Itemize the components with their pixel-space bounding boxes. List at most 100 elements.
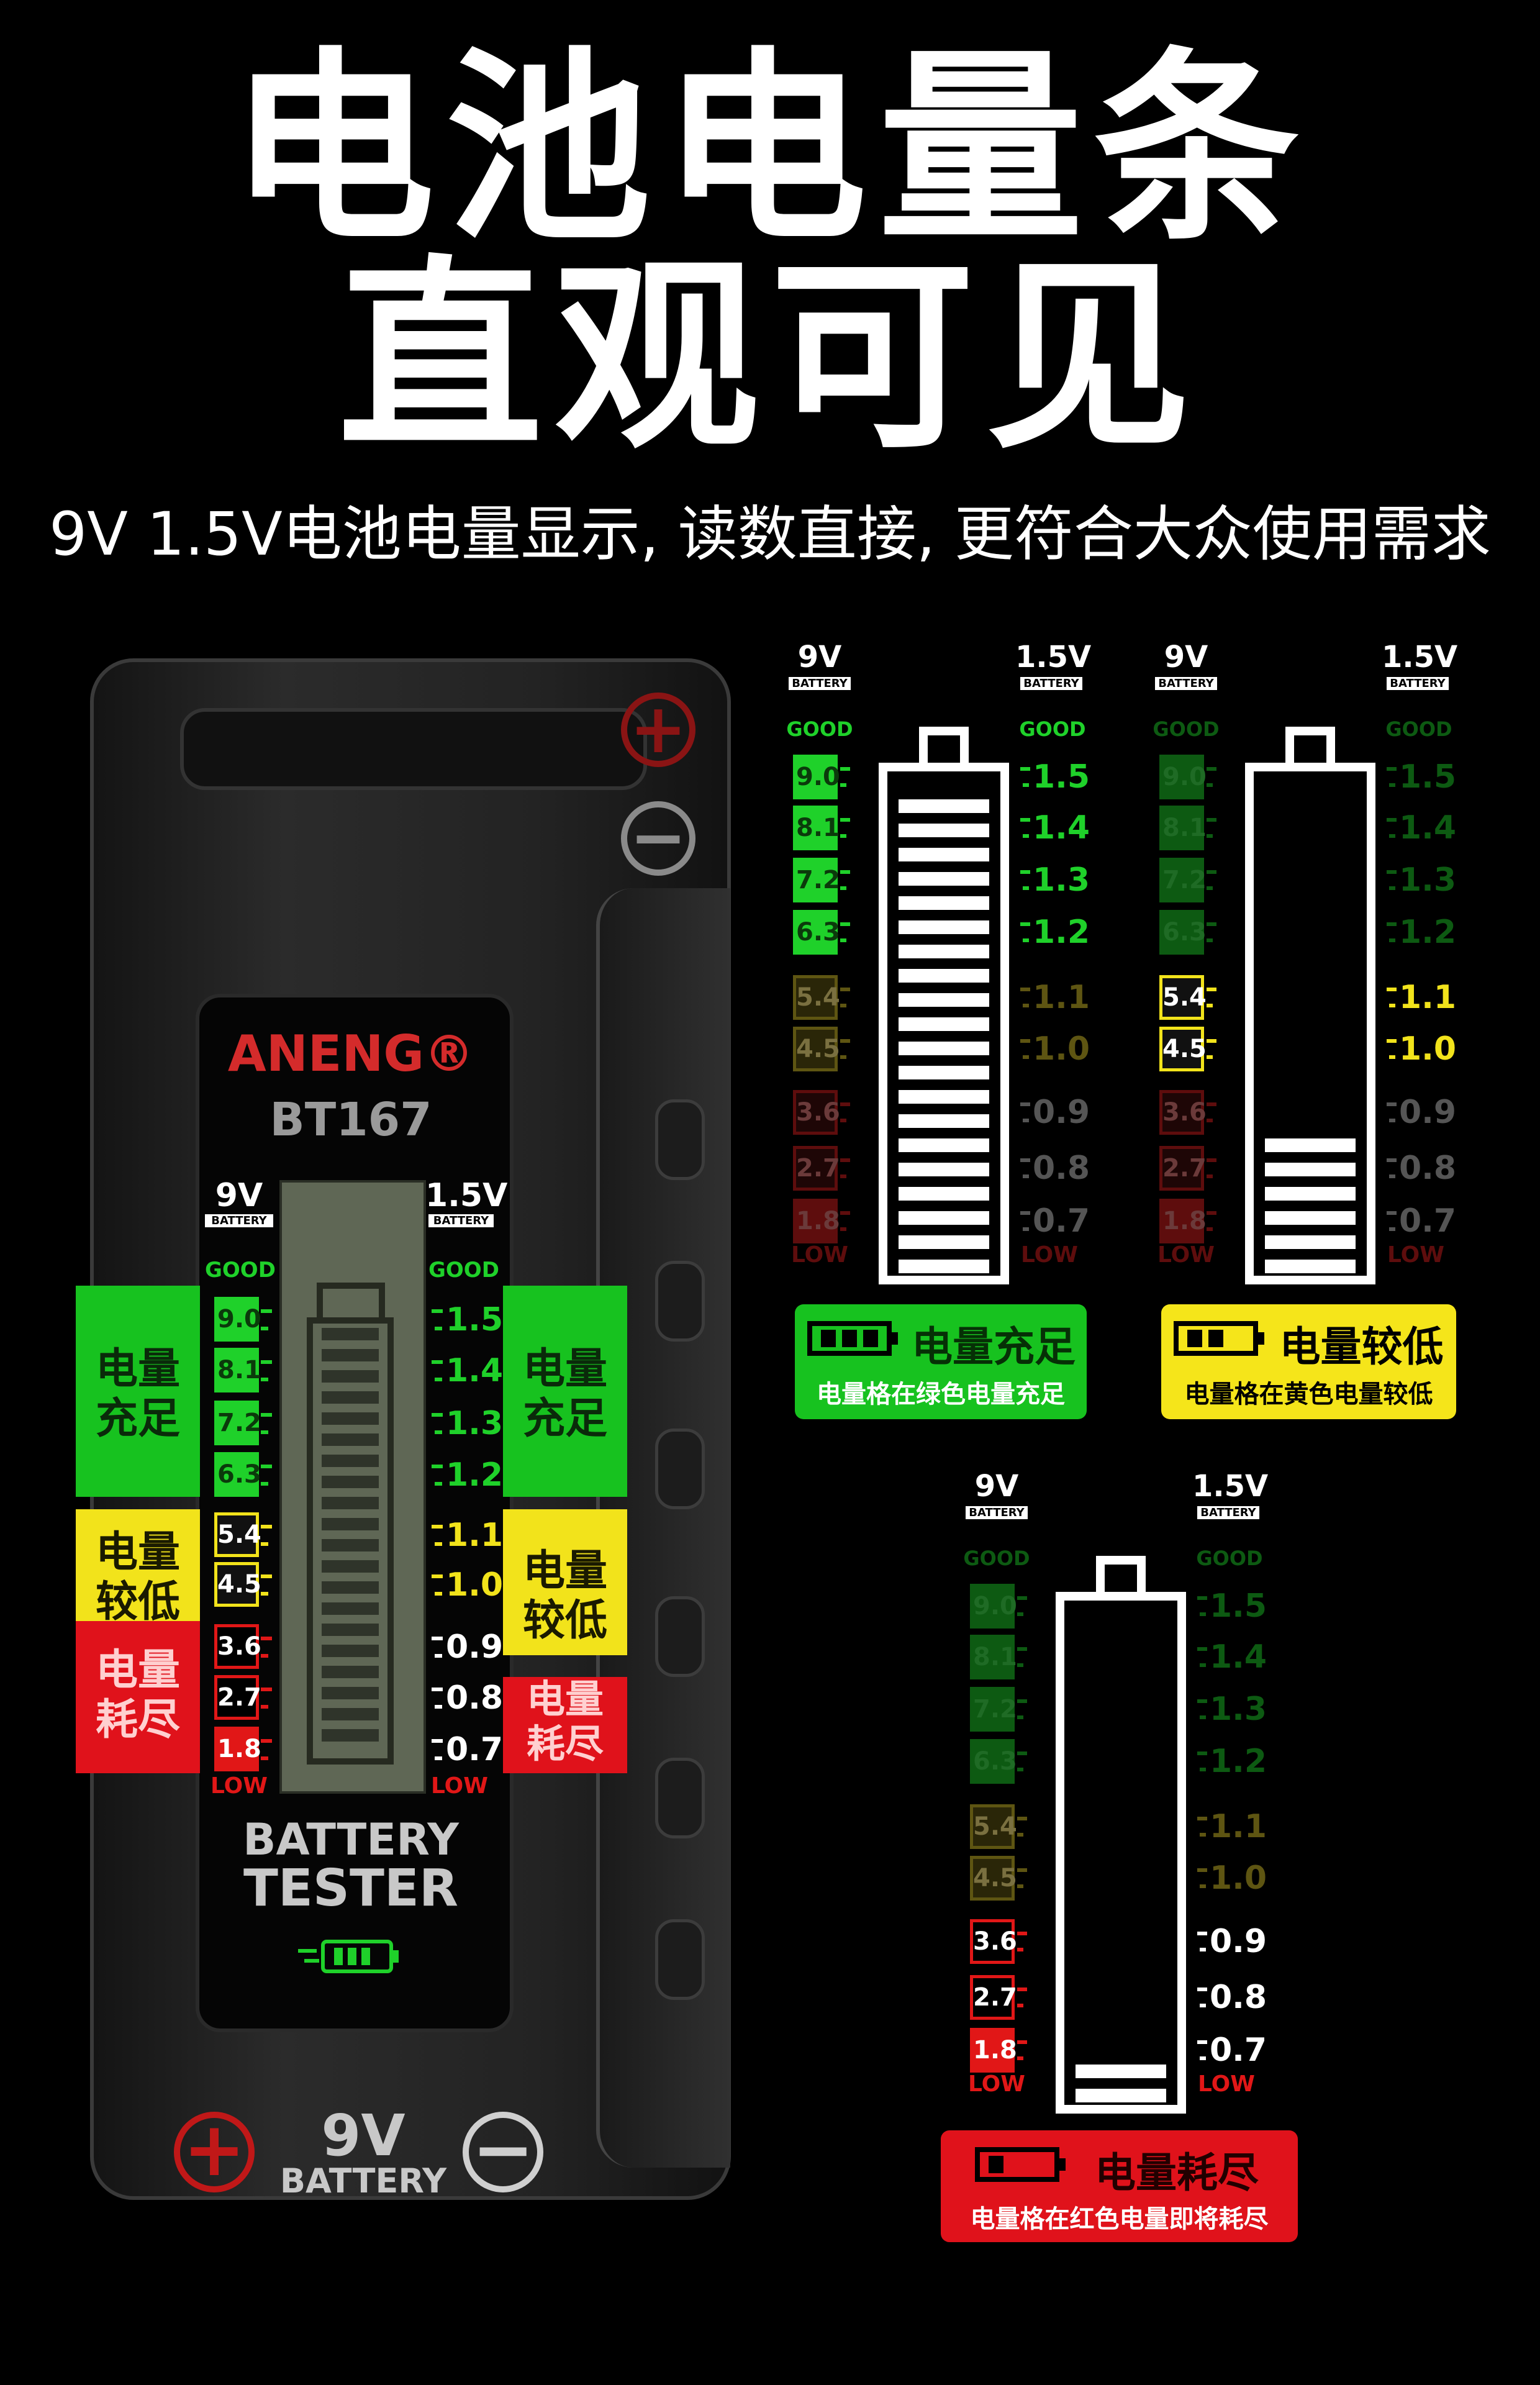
battery-empty-icon bbox=[975, 2146, 1068, 2183]
good-label: GOOD bbox=[428, 1258, 499, 1283]
good-label: GOOD bbox=[1196, 1547, 1263, 1570]
lcd-segment bbox=[322, 1624, 379, 1636]
battery-fill-bar bbox=[899, 1066, 989, 1079]
bottom-battery-label: BATTERY bbox=[279, 2161, 447, 2201]
scale-tick bbox=[1200, 2056, 1206, 2060]
scale-tick bbox=[1020, 767, 1030, 771]
label-battery-small: BATTERY bbox=[1387, 677, 1449, 690]
scale-tick bbox=[1197, 1647, 1207, 1651]
lcd-segment bbox=[322, 1687, 379, 1699]
scale-tick bbox=[1207, 818, 1216, 822]
scale-15v-label: 0.9 bbox=[446, 1629, 504, 1666]
label-15v: 1.5V bbox=[1192, 1469, 1269, 1504]
scale-tick bbox=[1020, 988, 1030, 991]
scale-tick bbox=[1389, 1227, 1395, 1231]
scale-tick bbox=[261, 1542, 268, 1546]
battery-fill-bar bbox=[1265, 1211, 1356, 1225]
low-label: LOW bbox=[1157, 1242, 1215, 1268]
tester-title-line2: TESTER bbox=[243, 1859, 459, 1918]
scale-tick bbox=[840, 1211, 850, 1215]
scale-tick bbox=[1017, 1884, 1023, 1888]
scale-15v-label: 1.2 bbox=[446, 1456, 504, 1494]
battery-fill-bar bbox=[899, 1211, 989, 1225]
scale-15v-label: 1.4 bbox=[1033, 809, 1090, 847]
scale-tick bbox=[1017, 1751, 1027, 1755]
scale-tick bbox=[261, 1739, 272, 1743]
scale-tick bbox=[1020, 922, 1030, 926]
scale-tick bbox=[1197, 1988, 1207, 1991]
battery-outline-cap bbox=[1096, 1556, 1146, 1593]
low-label: LOW bbox=[968, 2071, 1025, 2097]
lcd-segment bbox=[322, 1412, 379, 1425]
scale-9v-cell: 7.2 bbox=[214, 1401, 261, 1445]
scale-tick bbox=[840, 938, 846, 942]
scale-tick bbox=[1387, 1102, 1397, 1106]
low-label: LOW bbox=[1198, 2071, 1255, 2097]
scale-tick bbox=[1207, 1004, 1213, 1007]
battery-outline-body bbox=[1245, 763, 1375, 1284]
scale-tick bbox=[840, 988, 850, 991]
scale-tick bbox=[1207, 938, 1213, 942]
side-notch bbox=[655, 1429, 705, 1509]
scale-tick bbox=[435, 1705, 442, 1709]
label-15v: 1.5V bbox=[1382, 640, 1458, 675]
scale-tick bbox=[1023, 1119, 1029, 1122]
scale-9v-cell: 4.5 bbox=[970, 1856, 1017, 1901]
battery-fill-bar bbox=[899, 1163, 989, 1176]
scale-tick bbox=[432, 1413, 443, 1417]
battery-fill-bar bbox=[899, 1138, 989, 1152]
scale-9v-cell: 8.1 bbox=[793, 806, 840, 850]
scale-tick bbox=[1200, 1768, 1206, 1771]
lcd-segment bbox=[322, 1370, 379, 1383]
battery-fill-bar bbox=[899, 1042, 989, 1055]
label-battery-small: BATTERY bbox=[205, 1214, 273, 1227]
battery-fill-bar bbox=[1265, 1138, 1356, 1152]
label-9v: 9V bbox=[797, 640, 842, 675]
scale-tick bbox=[1207, 834, 1213, 838]
scale-15v-label: 1.3 bbox=[1033, 861, 1090, 899]
scale-15v-label: 0.8 bbox=[1033, 1150, 1090, 1187]
scale-15v-label: 0.8 bbox=[1399, 1150, 1457, 1187]
scale-15v-label: 0.9 bbox=[1399, 1094, 1457, 1131]
lcd-segment bbox=[322, 1518, 379, 1530]
scale-9v-cell: 8.1 bbox=[1159, 806, 1207, 850]
scale-9v-cell: 2.7 bbox=[970, 1975, 1017, 2020]
scale-tick bbox=[1017, 1948, 1023, 1951]
scale-tick bbox=[1207, 1158, 1216, 1162]
scale-tick bbox=[1023, 1227, 1029, 1231]
bottom-9v-label: 9V bbox=[321, 2102, 405, 2169]
scale-9v-cell: 9.0 bbox=[1159, 755, 1207, 799]
battery-outline-body bbox=[1056, 1592, 1186, 2114]
subtitle: 9V 1.5V电池电量显示, 读数直接, 更符合大众使用需求 bbox=[49, 499, 1491, 569]
scale-tick bbox=[1197, 2040, 1207, 2044]
scale-15v-label: 1.3 bbox=[1210, 1691, 1267, 1728]
scale-9v-cell: 6.3 bbox=[970, 1739, 1017, 1784]
good-label: GOOD bbox=[963, 1547, 1030, 1570]
scale-tick bbox=[1200, 1663, 1206, 1667]
scale-tick bbox=[1207, 1174, 1213, 1178]
scale-15v-label: 1.3 bbox=[1399, 861, 1457, 899]
badge-empty-desc: 电量格在红色电量即将耗尽 bbox=[970, 2205, 1269, 2233]
battery-fill-bar bbox=[1265, 1235, 1356, 1249]
scale-tick bbox=[1023, 834, 1029, 838]
scale-9v-cell: 9.0 bbox=[214, 1297, 261, 1342]
lcd-segment bbox=[322, 1560, 379, 1573]
scale-tick bbox=[1020, 1211, 1030, 1215]
scale-tick bbox=[1207, 922, 1216, 926]
scale-9v-cell: 2.7 bbox=[214, 1675, 261, 1720]
lcd-segment bbox=[322, 1391, 379, 1404]
scale-tick bbox=[261, 1465, 272, 1468]
scale-15v-label: 0.7 bbox=[1210, 2032, 1267, 2069]
scale-15v-label: 1.5 bbox=[1033, 758, 1090, 796]
scale-tick bbox=[1207, 1039, 1216, 1043]
scale-tick bbox=[1017, 1868, 1027, 1872]
scale-9v-cell: 1.8 bbox=[793, 1199, 840, 1243]
battery-outline-body bbox=[879, 763, 1009, 1284]
scale-tick bbox=[1389, 834, 1395, 838]
scale-tick bbox=[840, 1174, 846, 1178]
lcd-battery-body bbox=[307, 1317, 394, 1765]
scale-tick bbox=[435, 1327, 442, 1330]
scale-tick bbox=[1387, 1158, 1397, 1162]
lcd-segment bbox=[322, 1349, 379, 1361]
scale-tick bbox=[1197, 1699, 1207, 1703]
